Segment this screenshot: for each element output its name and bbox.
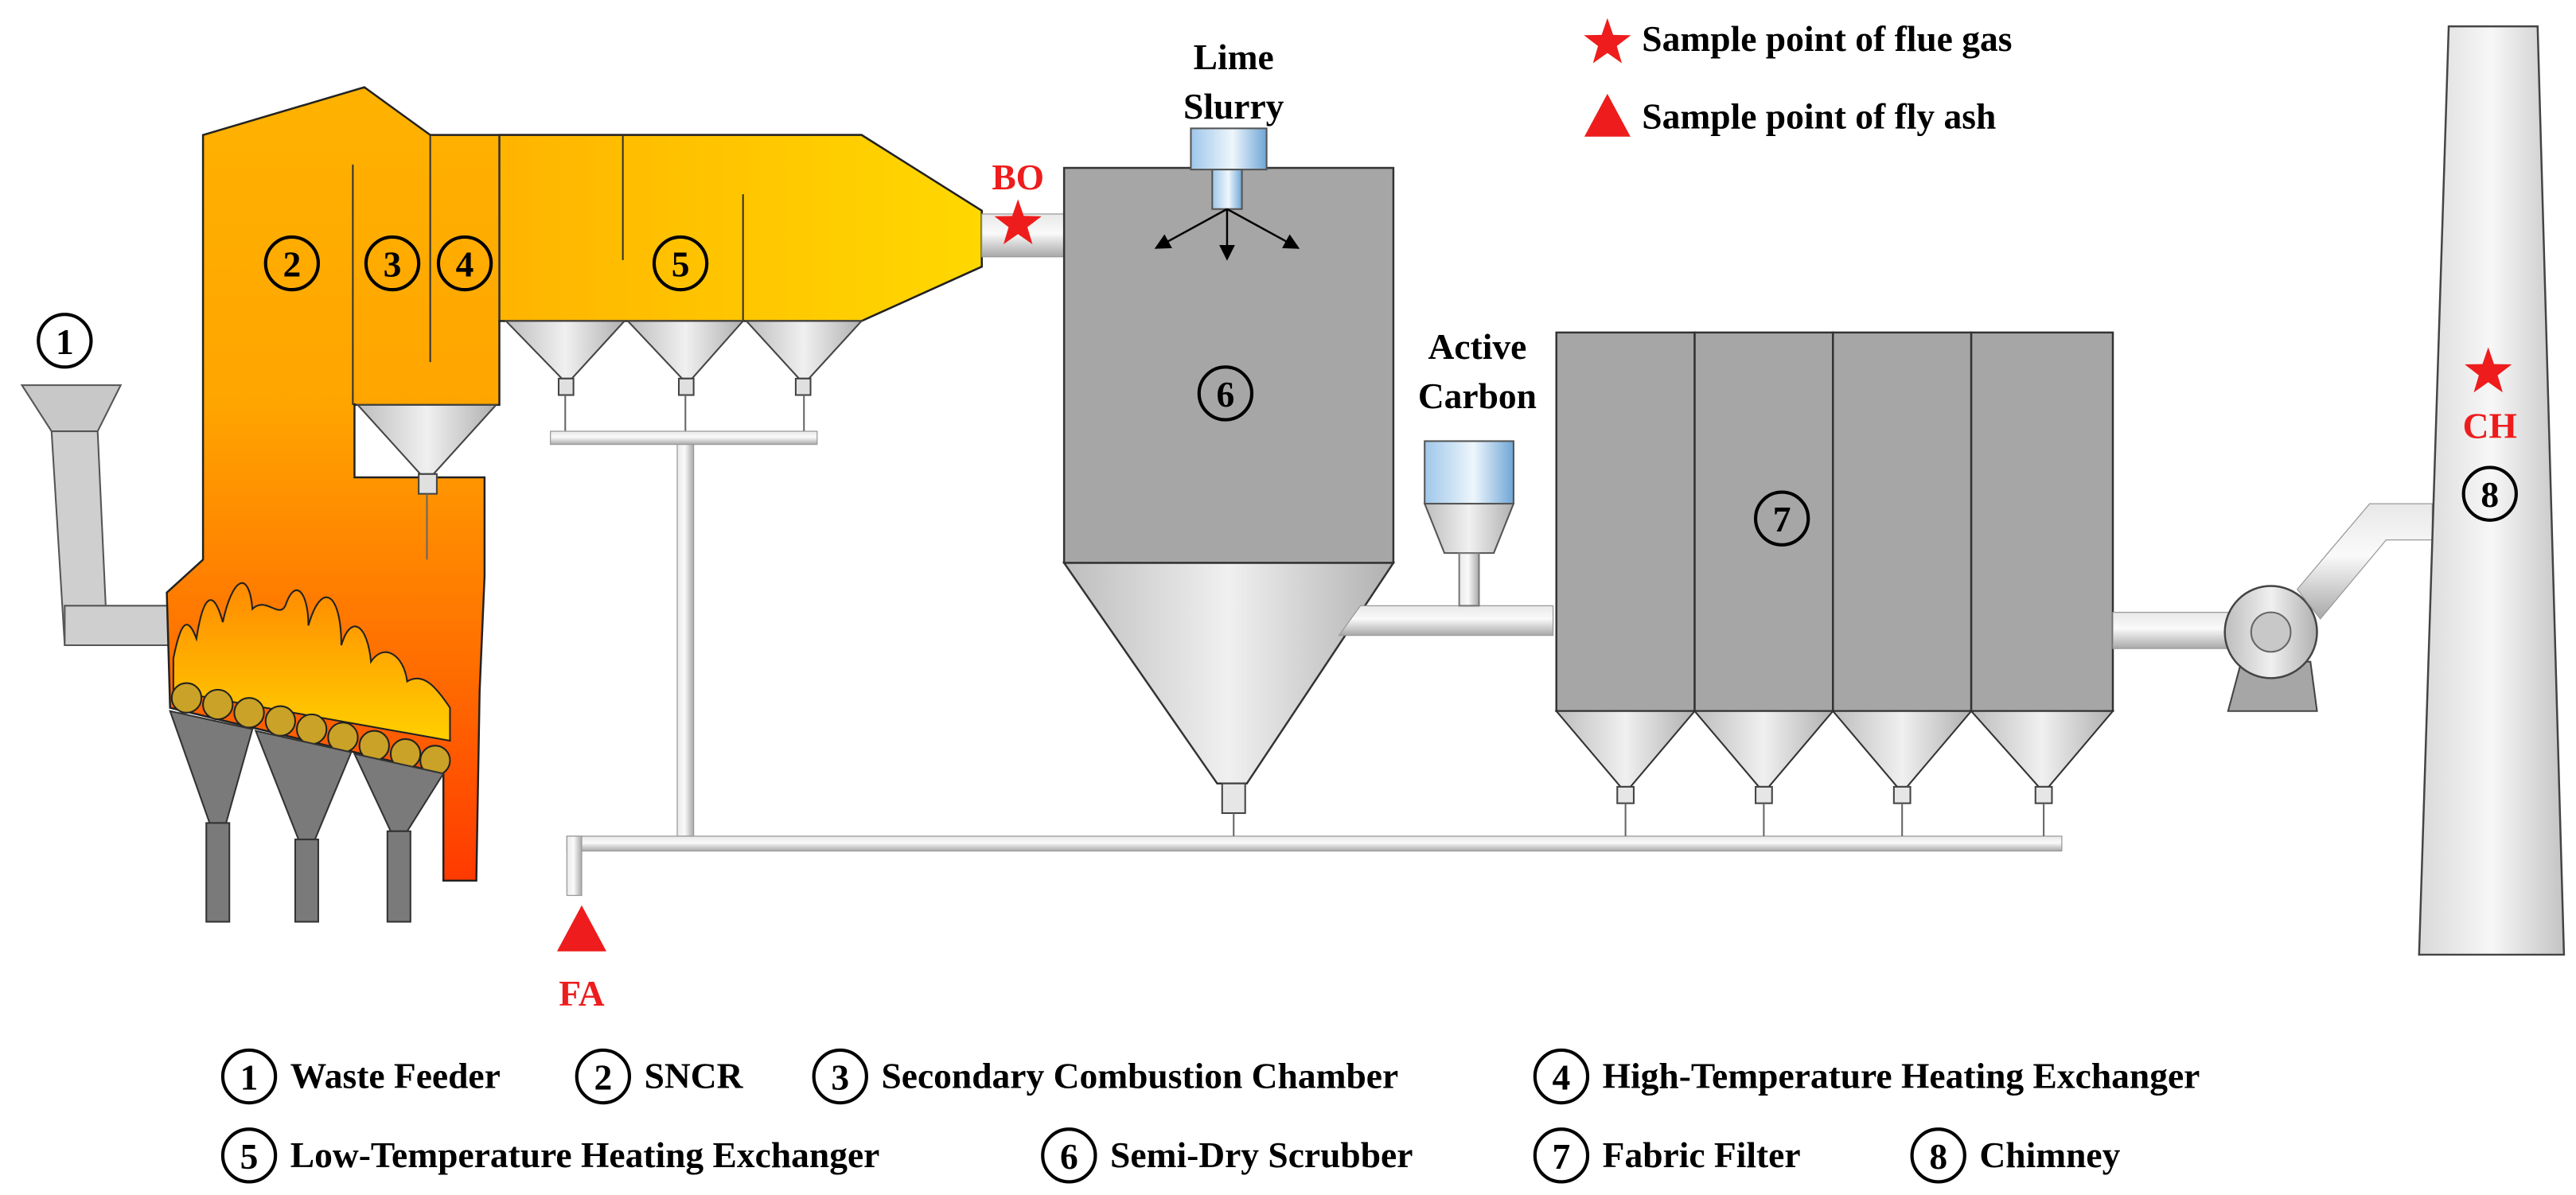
equipment-legend: 1 Waste Feeder 2 SNCR 3 Secondary Combus…: [220, 1048, 2200, 1184]
sample-point-bo-label: BO: [992, 157, 1044, 197]
equipment-numbers: 1 2 3 4 5 6 7 8: [37, 235, 2518, 547]
semi-dry-scrubber: [1062, 127, 1396, 836]
lime-slurry-label-line1: Lime: [1194, 37, 1274, 77]
legend-3-label: Secondary Combustion Chamber: [881, 1056, 1398, 1096]
number-4-label: 4: [456, 244, 474, 285]
duct-scrubber-to-filter: [1338, 605, 1554, 636]
legend-3-number: 3: [831, 1057, 849, 1098]
sample-point-bo-star-icon: [994, 199, 1042, 245]
legend-8-label: Chimney: [1979, 1135, 2120, 1175]
number-8-label: 8: [2481, 474, 2499, 515]
legend-4-number: 4: [1553, 1057, 1571, 1098]
sample-points: BO CH FA: [556, 157, 2517, 1014]
lime-slurry-label-line2: Slurry: [1183, 86, 1284, 127]
number-1-label: 1: [56, 321, 74, 362]
duct-filter-to-fan: [2112, 611, 2242, 649]
sample-point-ch-star-icon: [2465, 347, 2512, 393]
equipment-labels: Lime Slurry Active Carbon: [1183, 37, 1537, 416]
legend-4-label: High-Temperature Heating Exchanger: [1603, 1056, 2200, 1096]
legend-1-number: 1: [240, 1057, 259, 1098]
legend-1-label: Waste Feeder: [290, 1056, 501, 1096]
legend-7-number: 7: [1553, 1136, 1571, 1177]
legend-2-label: SNCR: [645, 1056, 744, 1096]
boiler-ash-hoppers: [356, 320, 864, 560]
legend-flue-gas-label: Sample point of flue gas: [1642, 18, 2012, 59]
number-5-label: 5: [672, 244, 690, 285]
legend-5-label: Low-Temperature Heating Exchanger: [290, 1135, 880, 1175]
fly-ash-pipes: [550, 430, 2063, 897]
bottom-ash-hoppers: [169, 710, 445, 923]
legend-6-number: 6: [1060, 1136, 1078, 1177]
number-7-label: 7: [1773, 499, 1791, 539]
legend-8-number: 8: [1929, 1136, 1947, 1177]
number-3-label: 3: [384, 244, 402, 285]
furnace-boiler: [166, 86, 983, 923]
legend-2-number: 2: [594, 1057, 612, 1098]
sample-point-ch-label: CH: [2463, 405, 2517, 446]
sample-point-legend: Sample point of flue gas Sample point of…: [1584, 18, 2012, 137]
legend-7-label: Fabric Filter: [1603, 1135, 1801, 1175]
active-carbon-injector: [1423, 440, 1515, 607]
chimney: [2418, 25, 2566, 956]
sample-point-fa-label: FA: [559, 973, 604, 1014]
legend-star-icon: [1584, 18, 1631, 64]
number-2-label: 2: [283, 244, 301, 285]
legend-5-number: 5: [240, 1136, 259, 1177]
sample-point-fa-triangle-icon: [556, 905, 606, 952]
number-6-label: 6: [1217, 374, 1235, 415]
fabric-filter: [1554, 331, 2115, 836]
legend-6-label: Semi-Dry Scrubber: [1110, 1135, 1413, 1175]
grate-rollers: [170, 682, 451, 777]
duct-fan-to-chimney: [2296, 503, 2433, 620]
legend-fly-ash-label: Sample point of fly ash: [1642, 95, 1996, 136]
induced-draft-fan: [2223, 585, 2318, 712]
waste-feeder: [20, 384, 185, 647]
active-carbon-label-line1: Active: [1428, 326, 1527, 367]
active-carbon-label-line2: Carbon: [1418, 376, 1537, 416]
legend-triangle-icon: [1584, 93, 1631, 137]
